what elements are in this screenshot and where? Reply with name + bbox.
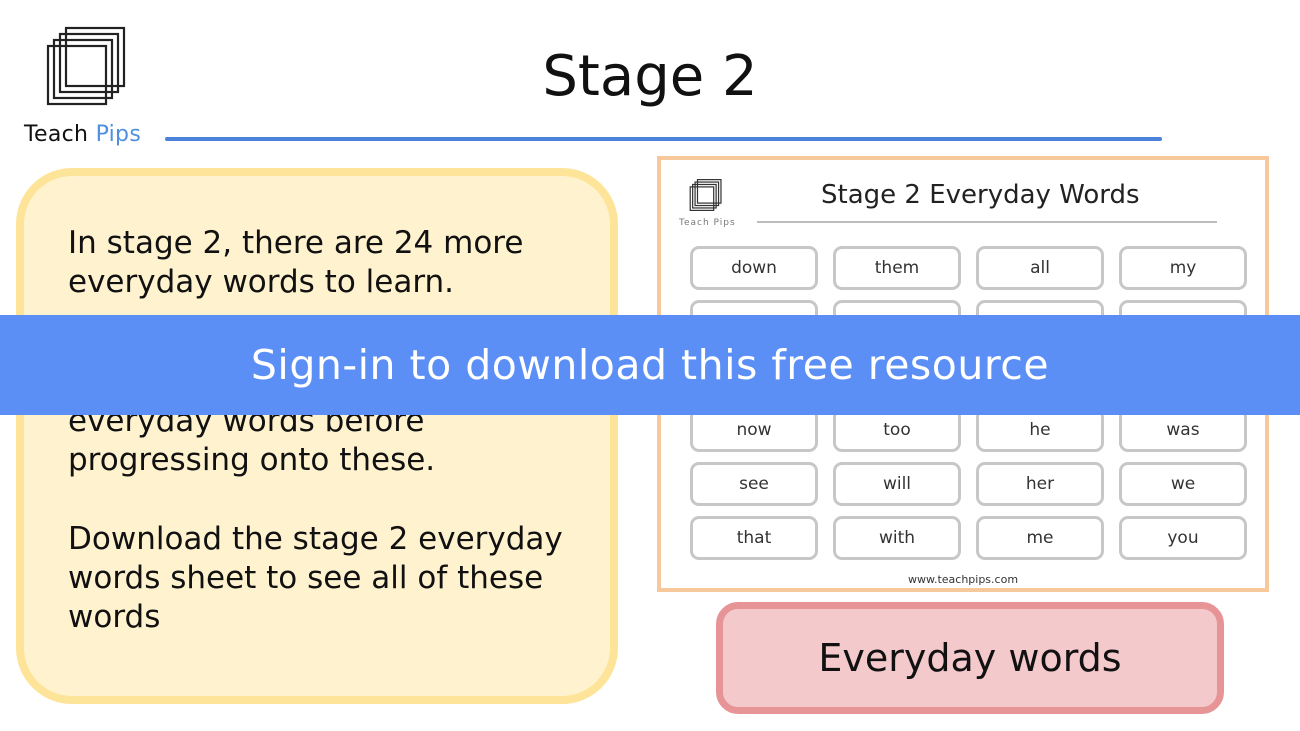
brand-name: Teach Pips	[24, 122, 141, 147]
title-divider	[165, 137, 1162, 141]
word-cell: me	[976, 516, 1104, 560]
teach-pips-logo-icon	[46, 26, 126, 106]
sign-in-banner[interactable]: Sign-in to download this free resource	[0, 315, 1300, 415]
sheet-title: Stage 2 Everyday Words	[821, 180, 1140, 210]
everyday-words-button[interactable]: Everyday words	[716, 602, 1224, 714]
word-cell: see	[690, 462, 818, 506]
brand-name-part2: Pips	[95, 122, 142, 147]
sheet-logo-icon	[689, 179, 722, 211]
info-card: In stage 2, there are 24 more everyday w…	[16, 168, 618, 704]
word-cell: down	[690, 246, 818, 290]
sheet-divider	[757, 221, 1217, 223]
word-cell: you	[1119, 516, 1247, 560]
info-paragraph-3: Download the stage 2 everyday words shee…	[68, 521, 563, 635]
word-cell: them	[833, 246, 961, 290]
brand-name-part1: Teach	[24, 122, 96, 147]
word-cell: her	[976, 462, 1104, 506]
word-cell: we	[1119, 462, 1247, 506]
word-cell: my	[1119, 246, 1247, 290]
word-cell: will	[833, 462, 961, 506]
word-cell: with	[833, 516, 961, 560]
sheet-footer: www.teachpips.com	[907, 573, 1019, 586]
word-cell: all	[976, 246, 1104, 290]
word-cell: too	[833, 408, 961, 452]
sheet-logo-text: Teach Pips	[679, 218, 736, 228]
word-cell: he	[976, 408, 1104, 452]
word-cell: that	[690, 516, 818, 560]
info-text: In stage 2, there are 24 more everyday w…	[68, 224, 588, 677]
page-title: Stage 2	[542, 44, 758, 109]
info-paragraph-1: In stage 2, there are 24 more everyday w…	[68, 225, 524, 300]
